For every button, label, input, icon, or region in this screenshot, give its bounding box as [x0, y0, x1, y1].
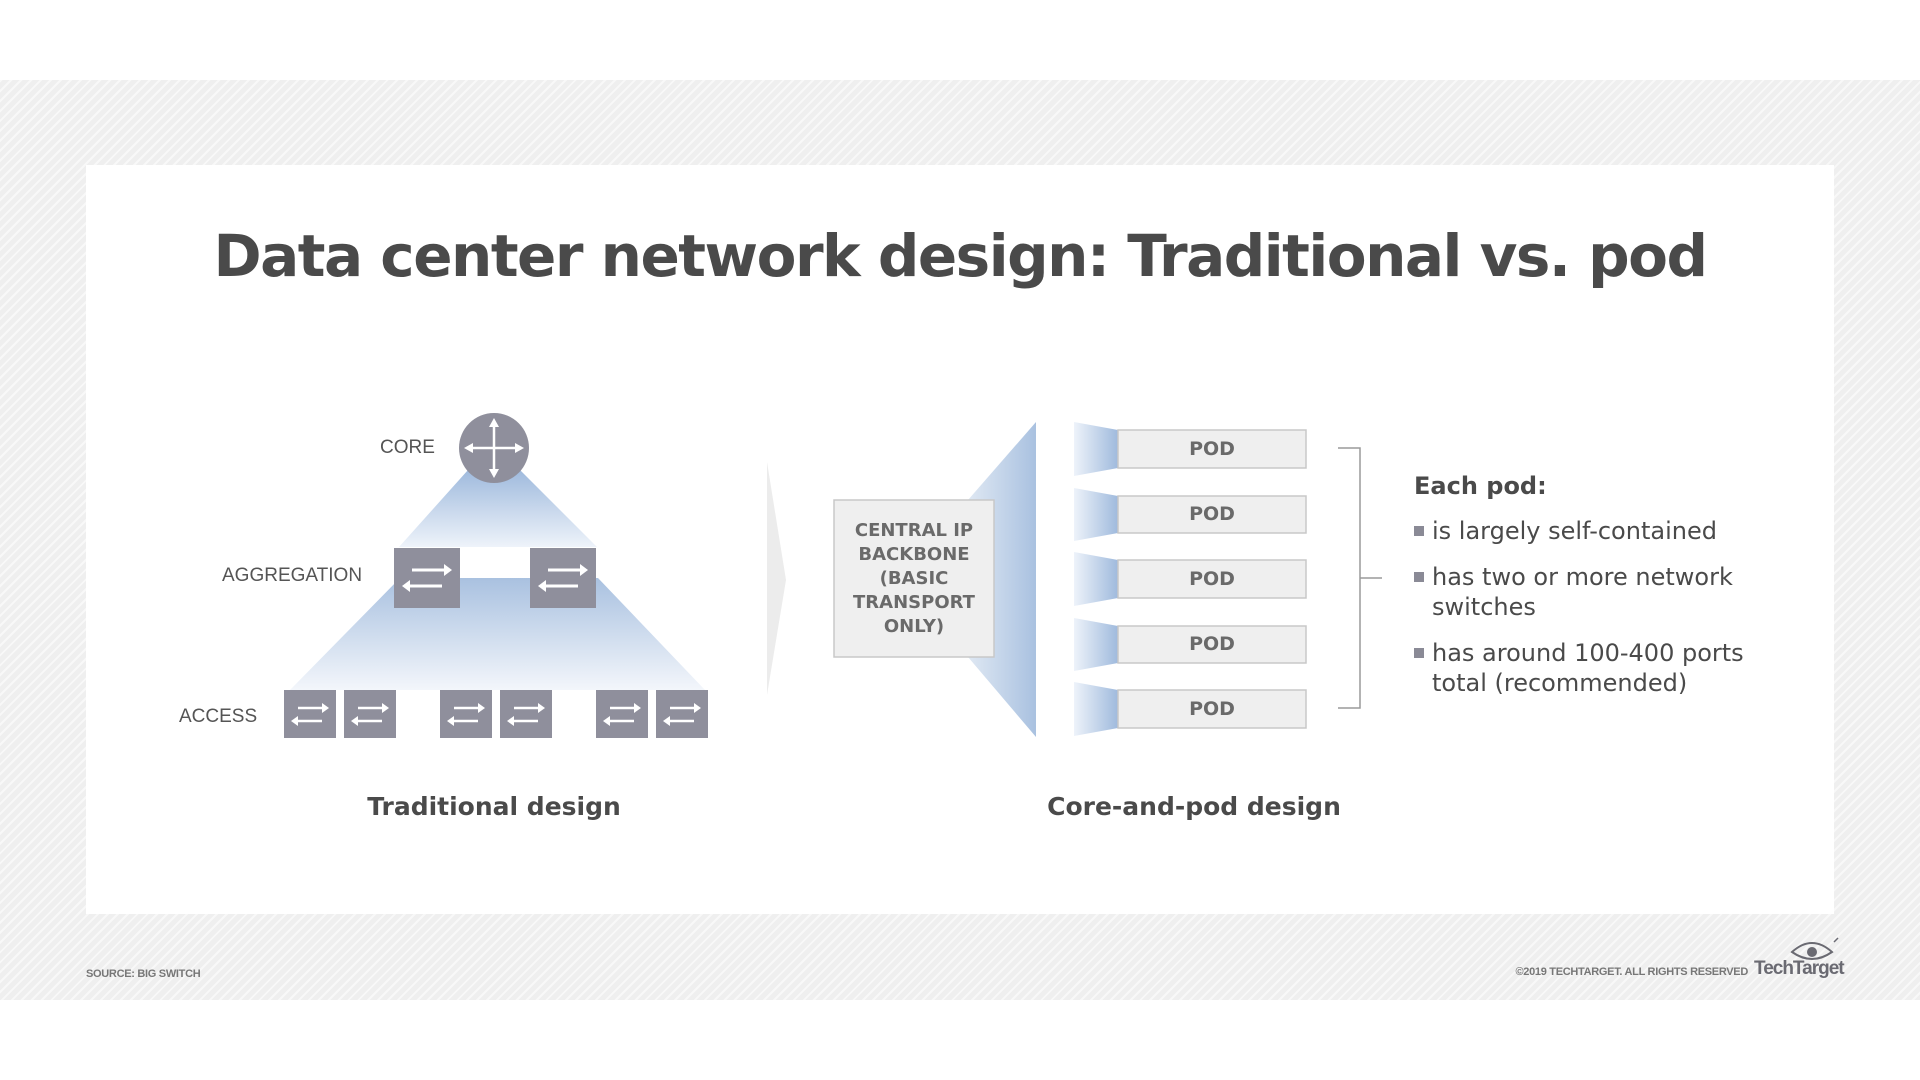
pod-heading: Each pod:: [1414, 472, 1547, 500]
bullet-square-icon: [1414, 572, 1424, 582]
pod-bullet: has two or more network switches: [1414, 562, 1752, 622]
pod-label: POD: [1189, 698, 1235, 720]
separator-chevron: [767, 462, 786, 695]
pod-label: POD: [1189, 633, 1235, 655]
bullet-square-icon: [1414, 648, 1424, 658]
pod-bullet: has around 100-400 ports total (recommen…: [1414, 638, 1752, 698]
techtarget-logo: TechTarget: [1754, 958, 1845, 979]
access-switch-icon: [284, 690, 336, 738]
core-router-icon: [459, 413, 529, 483]
pod-bullet-text: has two or more network switches: [1432, 563, 1733, 621]
aggregation-switch-icon: [394, 548, 460, 608]
aggregation-level-label: AGGREGATION: [222, 565, 363, 586]
core-to-aggregation-fan: [399, 470, 597, 547]
pod-label: POD: [1189, 503, 1235, 525]
access-level-label: ACCESS: [179, 706, 258, 727]
core-pod-caption: Core-and-pod design: [1047, 792, 1341, 821]
pod-bracket: [1338, 447, 1361, 709]
access-switch-icon: [500, 690, 552, 738]
bullet-square-icon: [1414, 526, 1424, 536]
access-switch-icon: [596, 690, 648, 738]
eye-logo-icon: [1790, 937, 1839, 960]
aggregation-switch-icon: [530, 548, 596, 608]
pod-bullet-text: has around 100-400 ports total (recommen…: [1432, 639, 1744, 697]
page-title: Data center network design: Traditional …: [213, 222, 1708, 290]
access-switch-icon: [440, 690, 492, 738]
central-backbone-box: [833, 499, 995, 658]
pod-label: POD: [1189, 438, 1235, 460]
pod-bullet: is largely self-contained: [1414, 516, 1752, 546]
access-switch-icon: [344, 690, 396, 738]
backbone-label: CENTRAL IP BACKBONE (BASIC TRANSPORT ONL…: [853, 519, 975, 637]
traditional-caption: Traditional design: [367, 792, 621, 821]
pod-fans: [1074, 422, 1118, 736]
pod-boxes: [1117, 429, 1307, 729]
copyright-note: ©2019 TECHTARGET. ALL RIGHTS RESERVED: [1515, 966, 1748, 978]
pod-label: POD: [1189, 568, 1235, 590]
core-level-label: CORE: [380, 437, 435, 458]
pod-bullet-text: is largely self-contained: [1432, 517, 1717, 545]
access-switch-icon: [656, 690, 708, 738]
source-note: SOURCE: BIG SWITCH: [86, 968, 201, 980]
aggregation-to-access-fan: [290, 578, 705, 690]
